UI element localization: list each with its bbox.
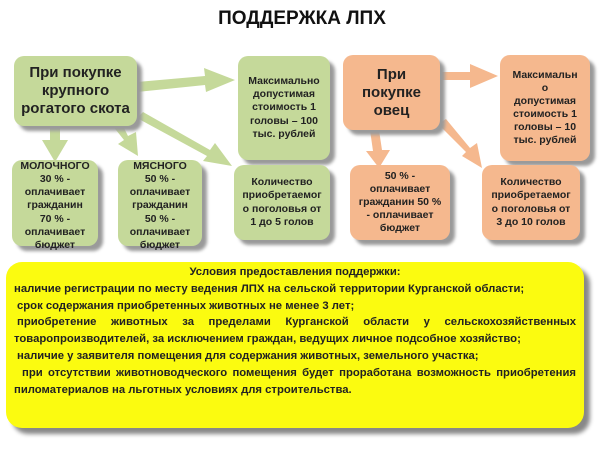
sheep-header-box: При покупке овец [343,55,440,130]
sheep-max-cost: Максимальн о допустимая стоимость 1 голо… [512,68,578,147]
sheep-quantity: Количество приобретаемог о поголовья от … [491,176,571,228]
condition-item: наличие у заявителя помещения для содерж… [17,349,479,362]
condition-item: при отсутствии животноводческого помещен… [14,366,576,396]
dairy-box: МОЛОЧНОГО 30 % - оплачивает гражданин 70… [12,160,98,251]
page-title: ПОДДЕРЖКА ЛПХ [218,8,386,29]
arrow-cattle-to-meat [112,122,138,156]
arrow-cattle-to-quantity [137,112,232,166]
sheep-max-cost-box: Максимальн о допустимая стоимость 1 голо… [500,55,590,161]
condition-item: приобретение животных за пределами Курга… [14,316,576,346]
cattle-quantity-box: Количество приобретаемог о поголовья от … [234,165,330,240]
condition-item: наличие регистрации по месту ведения ЛПХ… [14,282,525,295]
arrow-sheep-to-split [366,130,390,168]
arrow-sheep-to-quantity [438,119,482,168]
arrow-cattle-to-dairy [42,125,68,162]
cattle-header: При покупке крупного рогатого скота [21,64,130,117]
meat-box: МЯСНОГО 50 % - оплачивает гражданин 50 %… [118,160,202,251]
dairy-label: МОЛОЧНОГО [20,160,90,172]
cattle-quantity: Количество приобретаемог о поголовья от … [242,176,322,228]
cattle-max-cost-box: Максимально допустимая стоимость 1 голов… [238,56,330,160]
sheep-quantity-box: Количество приобретаемог о поголовья от … [482,165,580,240]
conditions-box: Условия предоставления поддержки: наличи… [6,262,584,428]
condition-item: срок содержания приобретенных животных н… [17,299,355,312]
meat-label: МЯСНОГО [133,160,187,172]
conditions-heading: Условия предоставления поддержки: [189,266,401,278]
cattle-max-cost: Максимально допустимая стоимость 1 голов… [248,75,320,140]
arrow-cattle-to-max [137,68,235,92]
dairy-text: 30 % - оплачивает гражданин 70 % - оплач… [24,173,86,251]
sheep-split-box: 50 % - оплачивает гражданин 50 % - оплач… [350,165,450,240]
arrow-sheep-to-max [440,64,498,88]
sheep-header: При покупке овец [362,65,421,119]
cattle-header-box: При покупке крупного рогатого скота [14,56,137,126]
meat-text: 50 % - оплачивает гражданин 50 % - оплач… [129,173,191,251]
sheep-split: 50 % - оплачивает гражданин 50 % - оплач… [358,169,442,235]
